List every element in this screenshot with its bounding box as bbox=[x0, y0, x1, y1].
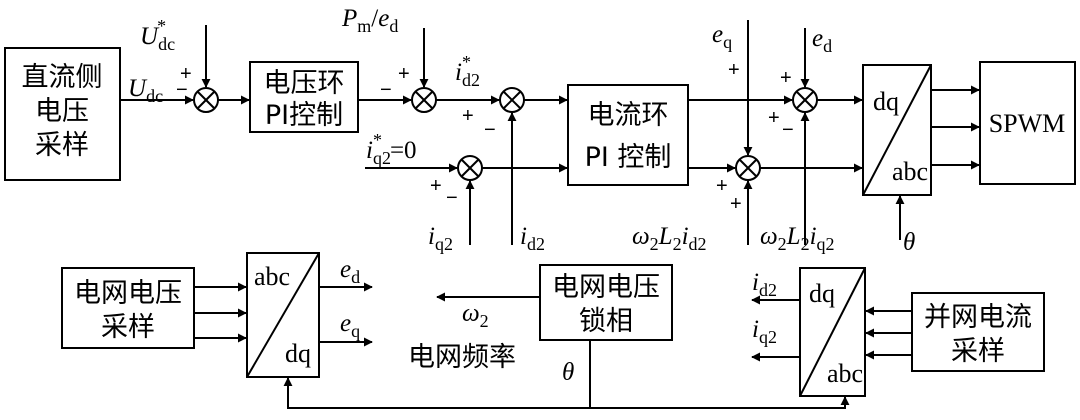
transform-top-label: dq bbox=[809, 279, 835, 308]
block-label: 电网电压 bbox=[74, 278, 182, 309]
abc-dq-transform-block: abc dq bbox=[246, 252, 320, 378]
plus-sign: + bbox=[180, 63, 192, 85]
sum-junction-d-output bbox=[792, 87, 818, 113]
block-label: 采样 bbox=[951, 336, 1005, 367]
minus-sign: − bbox=[446, 187, 458, 209]
minus-sign: − bbox=[380, 79, 392, 101]
sum-junction-d-current bbox=[499, 87, 525, 113]
transform-bottom-label: abc bbox=[892, 157, 928, 186]
block-label: 采样 bbox=[35, 130, 89, 161]
block-label: 电压 bbox=[35, 96, 89, 127]
block-label: PI 控制 bbox=[585, 142, 672, 173]
plus-sign: + bbox=[730, 193, 742, 215]
current-loop-pi-block: 电流环 PI 控制 bbox=[567, 84, 689, 186]
minus-sign: − bbox=[176, 79, 188, 101]
block-label: 电网电压 bbox=[552, 272, 660, 303]
plus-sign: + bbox=[768, 107, 780, 129]
transform-top-label: dq bbox=[873, 87, 899, 116]
block-label: 电压环 bbox=[264, 68, 345, 99]
sum-junction-pm-feedforward bbox=[411, 87, 437, 113]
plus-sign: + bbox=[462, 105, 474, 127]
plus-sign: + bbox=[398, 63, 410, 85]
block-label: SPWM bbox=[989, 109, 1066, 138]
plus-sign: + bbox=[780, 67, 792, 89]
dc-voltage-sampling-block: 直流侧 电压 采样 bbox=[4, 47, 121, 181]
block-label: 直流侧 bbox=[22, 62, 103, 93]
ed-output-label: ed bbox=[340, 256, 360, 287]
iq2-ref-label: iq2*=0 bbox=[366, 130, 417, 168]
ed-label: ed bbox=[812, 25, 832, 56]
theta-label: θ bbox=[903, 229, 915, 256]
dq-abc-current-transform-block: dq abc bbox=[799, 267, 866, 397]
omega2-label: ω2 bbox=[462, 300, 489, 331]
w2l2id2-label: ω2L2id2 bbox=[632, 223, 707, 254]
signal-lines bbox=[120, 20, 980, 409]
grid-current-sampling-block: 并网电流 采样 bbox=[911, 292, 1045, 372]
block-label: PI控制 bbox=[265, 100, 343, 131]
id2-output-label: id2 bbox=[752, 269, 777, 300]
block-label: 并网电流 bbox=[924, 302, 1032, 333]
junction-signs: + − + − + − + − + + + + + − bbox=[176, 59, 794, 215]
signal-labels: Udc* Udc Pm/ed id2* iq2*=0 iq2 id2 eq ed… bbox=[128, 5, 915, 386]
id2-feedback-label: id2 bbox=[520, 223, 545, 254]
transform-bottom-label: dq bbox=[285, 339, 311, 368]
theta-pll-label: θ bbox=[562, 359, 574, 386]
transform-bottom-label: abc bbox=[827, 359, 863, 388]
id2-ref-label: id2* bbox=[455, 52, 480, 90]
iq2-feedback-label: iq2 bbox=[428, 223, 453, 254]
block-label: 锁相 bbox=[579, 306, 633, 337]
eq-output-label: eq bbox=[340, 310, 360, 341]
w2l2iq2-label: ω2L2iq2 bbox=[760, 223, 835, 254]
plus-sign: + bbox=[716, 175, 728, 197]
minus-sign: − bbox=[484, 119, 496, 141]
block-label: 电流环 bbox=[588, 100, 669, 131]
plus-sign: + bbox=[728, 59, 740, 81]
udc-ref-label: Udc* bbox=[140, 16, 175, 54]
grid-frequency-label: 电网频率 bbox=[408, 342, 516, 373]
spwm-block: SPWM bbox=[979, 61, 1076, 185]
dq-abc-transform-block: dq abc bbox=[862, 64, 932, 196]
pm-ed-label: Pm/ed bbox=[341, 5, 398, 36]
sum-junction-voltage-error bbox=[193, 87, 219, 113]
sum-junction-q-current bbox=[457, 155, 483, 181]
voltage-loop-pi-block: 电压环 PI控制 bbox=[249, 61, 359, 133]
eq-label: eq bbox=[712, 21, 732, 52]
block-label: 采样 bbox=[101, 312, 155, 343]
transform-top-label: abc bbox=[254, 262, 290, 291]
grid-voltage-sampling-block: 电网电压 采样 bbox=[61, 267, 195, 349]
iq2-output-label: iq2 bbox=[752, 316, 777, 347]
grid-voltage-pll-block: 电网电压 锁相 bbox=[539, 264, 673, 341]
sum-junction-q-output bbox=[735, 155, 761, 181]
minus-sign: − bbox=[782, 119, 794, 141]
udc-label: Udc bbox=[128, 75, 163, 106]
plus-sign: + bbox=[430, 175, 442, 197]
